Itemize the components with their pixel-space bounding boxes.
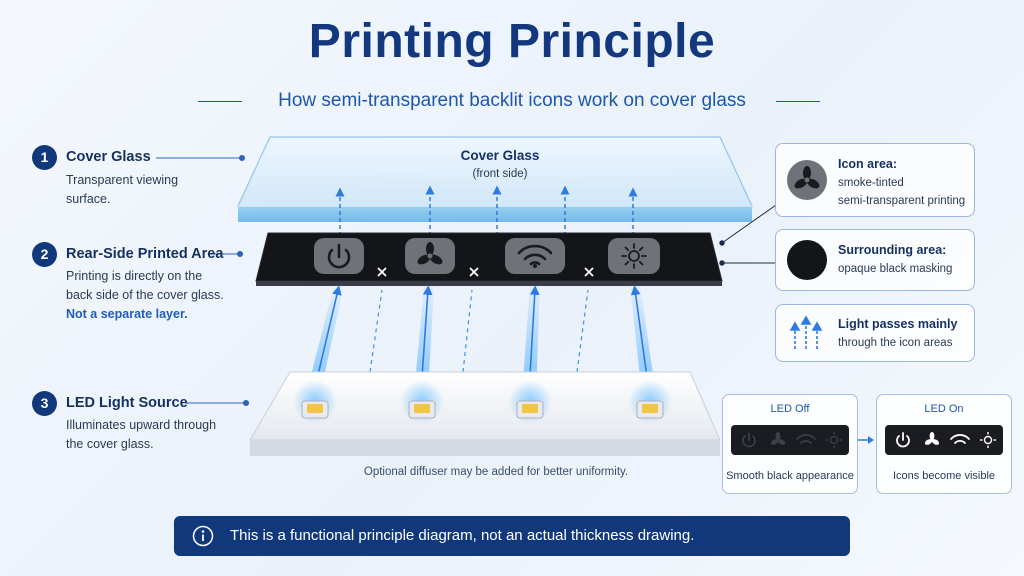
glass-arrows	[335, 185, 638, 236]
step-3-number: 3	[32, 391, 57, 416]
step-leaders	[156, 154, 250, 407]
step-2-note: Not a separate layer.	[66, 307, 188, 321]
step-1-title: Cover Glass	[66, 149, 151, 165]
info-icon	[192, 525, 214, 547]
surrounding-area-box: Surrounding area: opaque black masking	[775, 229, 975, 291]
led-off-panel: LED Off Smooth black appearance	[722, 394, 858, 494]
step-3-title: LED Light Source	[66, 395, 188, 411]
icon-area-title: Icon area:	[838, 157, 898, 171]
led-off-caption: Smooth black appearance	[726, 470, 854, 482]
led-off-title: LED Off	[770, 403, 810, 415]
surrounding-area-desc: opaque black masking	[838, 263, 953, 275]
blocked-marks	[377, 267, 594, 277]
blocked-light-lines	[369, 289, 589, 373]
light-pass-desc: through the icon areas	[838, 337, 953, 349]
wifi-icon	[505, 238, 565, 274]
page-subtitle: How semi-transparent backlit icons work …	[278, 90, 746, 111]
box-leaders	[719, 204, 777, 266]
arrows-up-icon	[789, 315, 823, 349]
light-pass-title: Light passes mainly	[838, 317, 958, 331]
subtitle-rule-right	[776, 101, 820, 102]
page-title: Printing Principle	[308, 15, 716, 68]
printed-layer	[255, 232, 723, 286]
diffuser-note: Optional diffuser may be added for bette…	[363, 466, 629, 478]
footer-text: This is a functional principle diagram, …	[230, 527, 695, 544]
led-on-strip	[885, 425, 1003, 455]
subtitle-rule-left	[198, 101, 242, 102]
step-1-number: 1	[32, 145, 57, 170]
fan-icon	[787, 160, 827, 200]
power-icon	[314, 238, 364, 274]
fan-icon	[405, 238, 455, 274]
led-on-title: LED On	[924, 403, 964, 415]
led-off-strip	[731, 425, 849, 455]
black-circle-icon	[787, 240, 827, 280]
led-on-caption: Icons become visible	[892, 470, 996, 482]
sun-icon	[608, 238, 660, 274]
surrounding-area-title: Surrounding area:	[838, 243, 947, 257]
glass-label: Cover Glass	[460, 148, 540, 163]
led-board	[249, 371, 721, 456]
led-on-panel: LED On Icons become visible	[876, 394, 1012, 494]
footer-banner: This is a functional principle diagram, …	[174, 516, 850, 556]
glass-sub-label: (front side)	[472, 168, 528, 180]
light-pass-box: Light passes mainly through the icon are…	[775, 304, 975, 362]
step-2-number: 2	[32, 242, 57, 267]
state-arrow	[858, 436, 874, 444]
step-2-title: Rear-Side Printed Area	[66, 246, 224, 262]
led-chips	[293, 380, 672, 424]
cover-glass-slab	[237, 136, 753, 222]
